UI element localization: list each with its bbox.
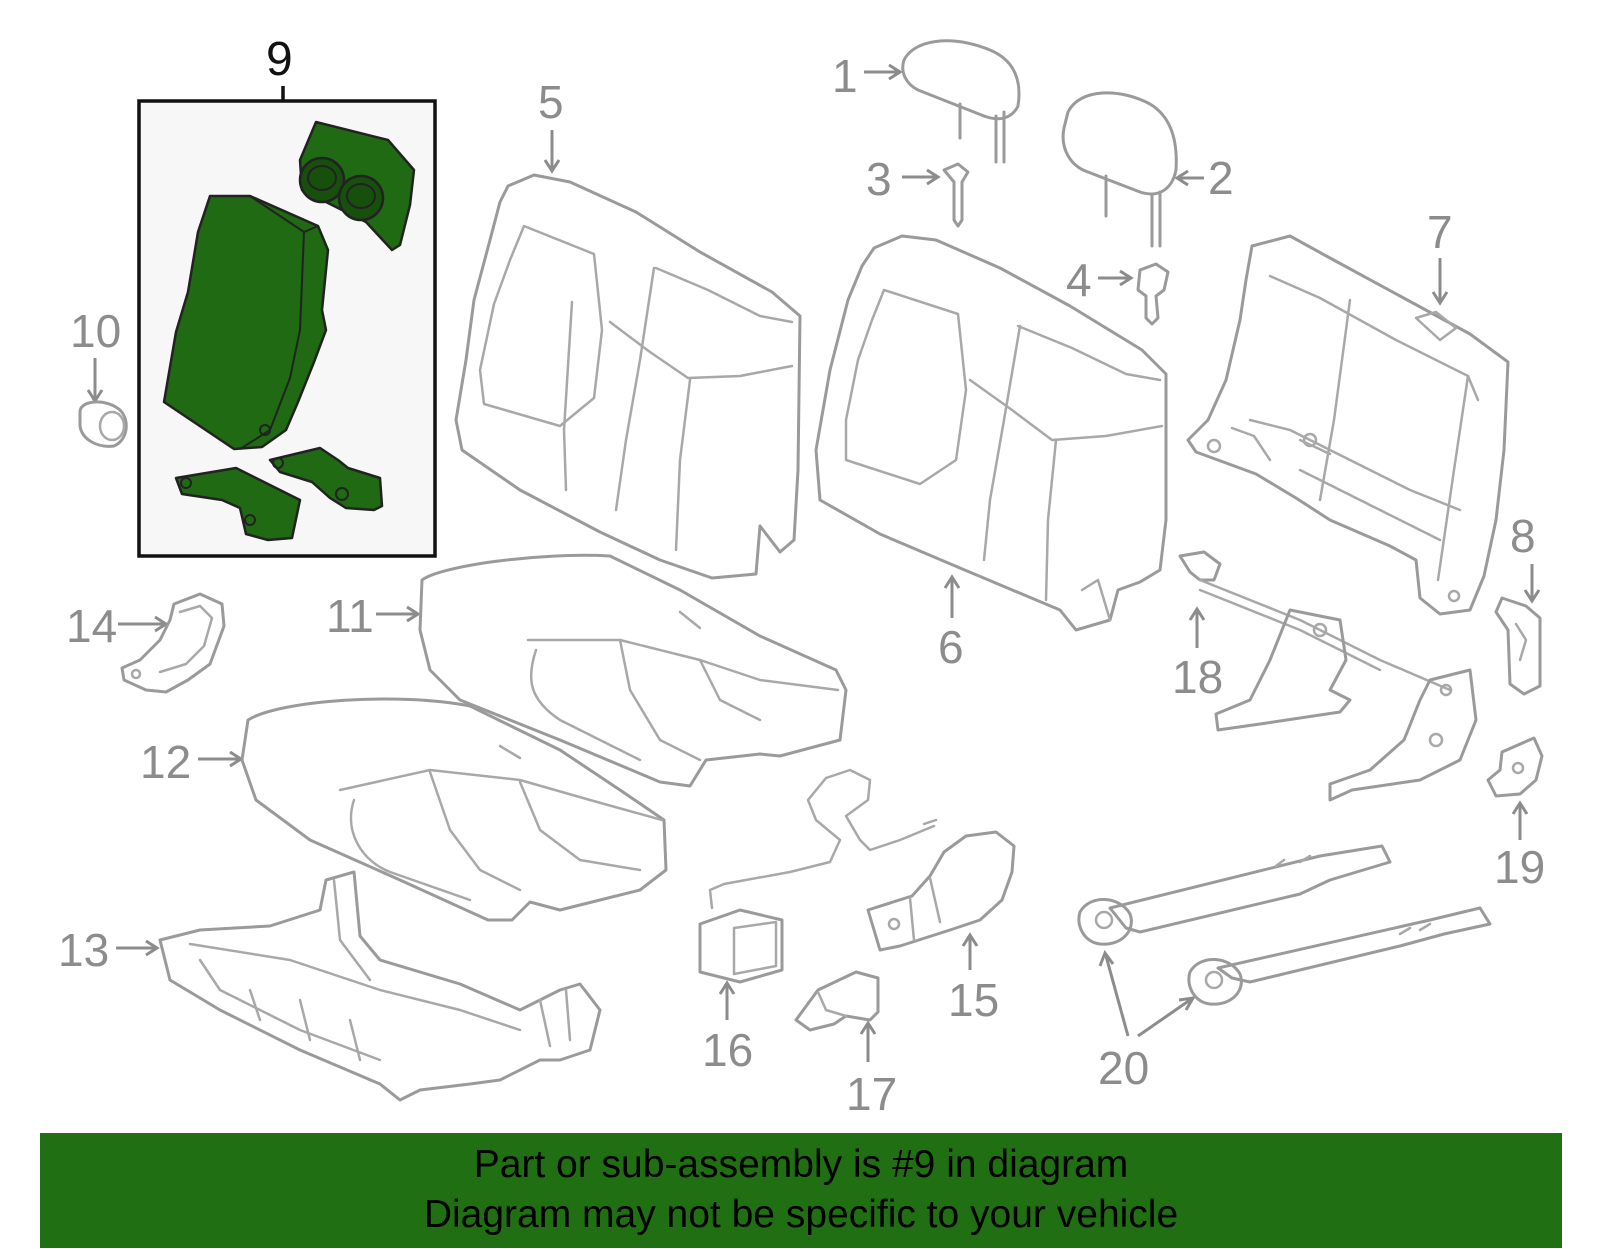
callout-3: 3 xyxy=(866,153,892,205)
callout-15: 15 xyxy=(948,974,999,1026)
callout-13: 13 xyxy=(58,924,109,976)
part-20-seat-tracks[interactable]: 20 xyxy=(1077,844,1492,1094)
callout-7: 7 xyxy=(1427,206,1453,258)
callout-10: 10 xyxy=(70,305,121,357)
callout-20: 20 xyxy=(1098,1042,1149,1094)
armrest-body xyxy=(162,194,330,451)
banner-line-1: Part or sub-assembly is #9 in diagram xyxy=(473,1143,1129,1186)
callout-12: 12 xyxy=(140,736,191,788)
callout-11: 11 xyxy=(326,590,374,642)
part-9-group[interactable]: 9 xyxy=(137,33,437,558)
banner-line-2: Diagram may not be specific to your vehi… xyxy=(423,1193,1179,1236)
callout-17: 17 xyxy=(846,1068,897,1120)
part-4-headrest-guide[interactable]: 4 xyxy=(1066,254,1170,326)
part-19-latch[interactable]: 19 xyxy=(1486,736,1545,893)
callout-18: 18 xyxy=(1172,651,1223,703)
part-13-cushion-frame[interactable]: 13 xyxy=(58,870,602,1102)
part-5-seatback-cover[interactable]: 5 xyxy=(454,76,802,580)
part-1-headrest[interactable]: 1 xyxy=(832,39,1021,164)
part-2-headrest[interactable]: 2 xyxy=(1061,91,1234,248)
callout-1: 1 xyxy=(832,50,858,102)
callout-14: 14 xyxy=(66,600,117,652)
armrest-hinge-brackets xyxy=(174,446,384,542)
callout-2: 2 xyxy=(1208,152,1234,204)
callout-19: 19 xyxy=(1494,841,1545,893)
part-18-seatback-hinge[interactable]: 18 xyxy=(1172,550,1478,802)
part-8-bracket[interactable]: 8 xyxy=(1494,510,1542,696)
part-15-recliner-cover[interactable]: 15 xyxy=(866,830,1016,1026)
part-10-bumper[interactable]: 10 xyxy=(70,305,128,448)
part-12-cushion-pad[interactable]: 12 xyxy=(140,697,668,922)
info-banner: Part or sub-assembly is #9 in diagram Di… xyxy=(40,1133,1562,1248)
callout-8: 8 xyxy=(1510,510,1536,562)
callout-4: 4 xyxy=(1066,254,1092,306)
part-7-seatback-frame[interactable]: 7 xyxy=(1186,206,1510,616)
callout-5: 5 xyxy=(538,76,564,128)
callout-6: 6 xyxy=(938,621,964,673)
part-6-seatback-cover[interactable]: 6 xyxy=(814,234,1168,673)
callout-9: 9 xyxy=(266,33,293,86)
cup-holder-insert xyxy=(298,120,416,252)
part-17-bracket[interactable]: 17 xyxy=(794,970,897,1120)
callout-16: 16 xyxy=(702,1024,753,1076)
part-3-headrest-guide[interactable]: 3 xyxy=(866,153,970,228)
part-11-cushion-cover[interactable]: 11 xyxy=(326,553,848,788)
part-16-release-cable[interactable]: 16 xyxy=(698,768,938,1076)
part-14-hinge-cover[interactable]: 14 xyxy=(66,592,226,694)
